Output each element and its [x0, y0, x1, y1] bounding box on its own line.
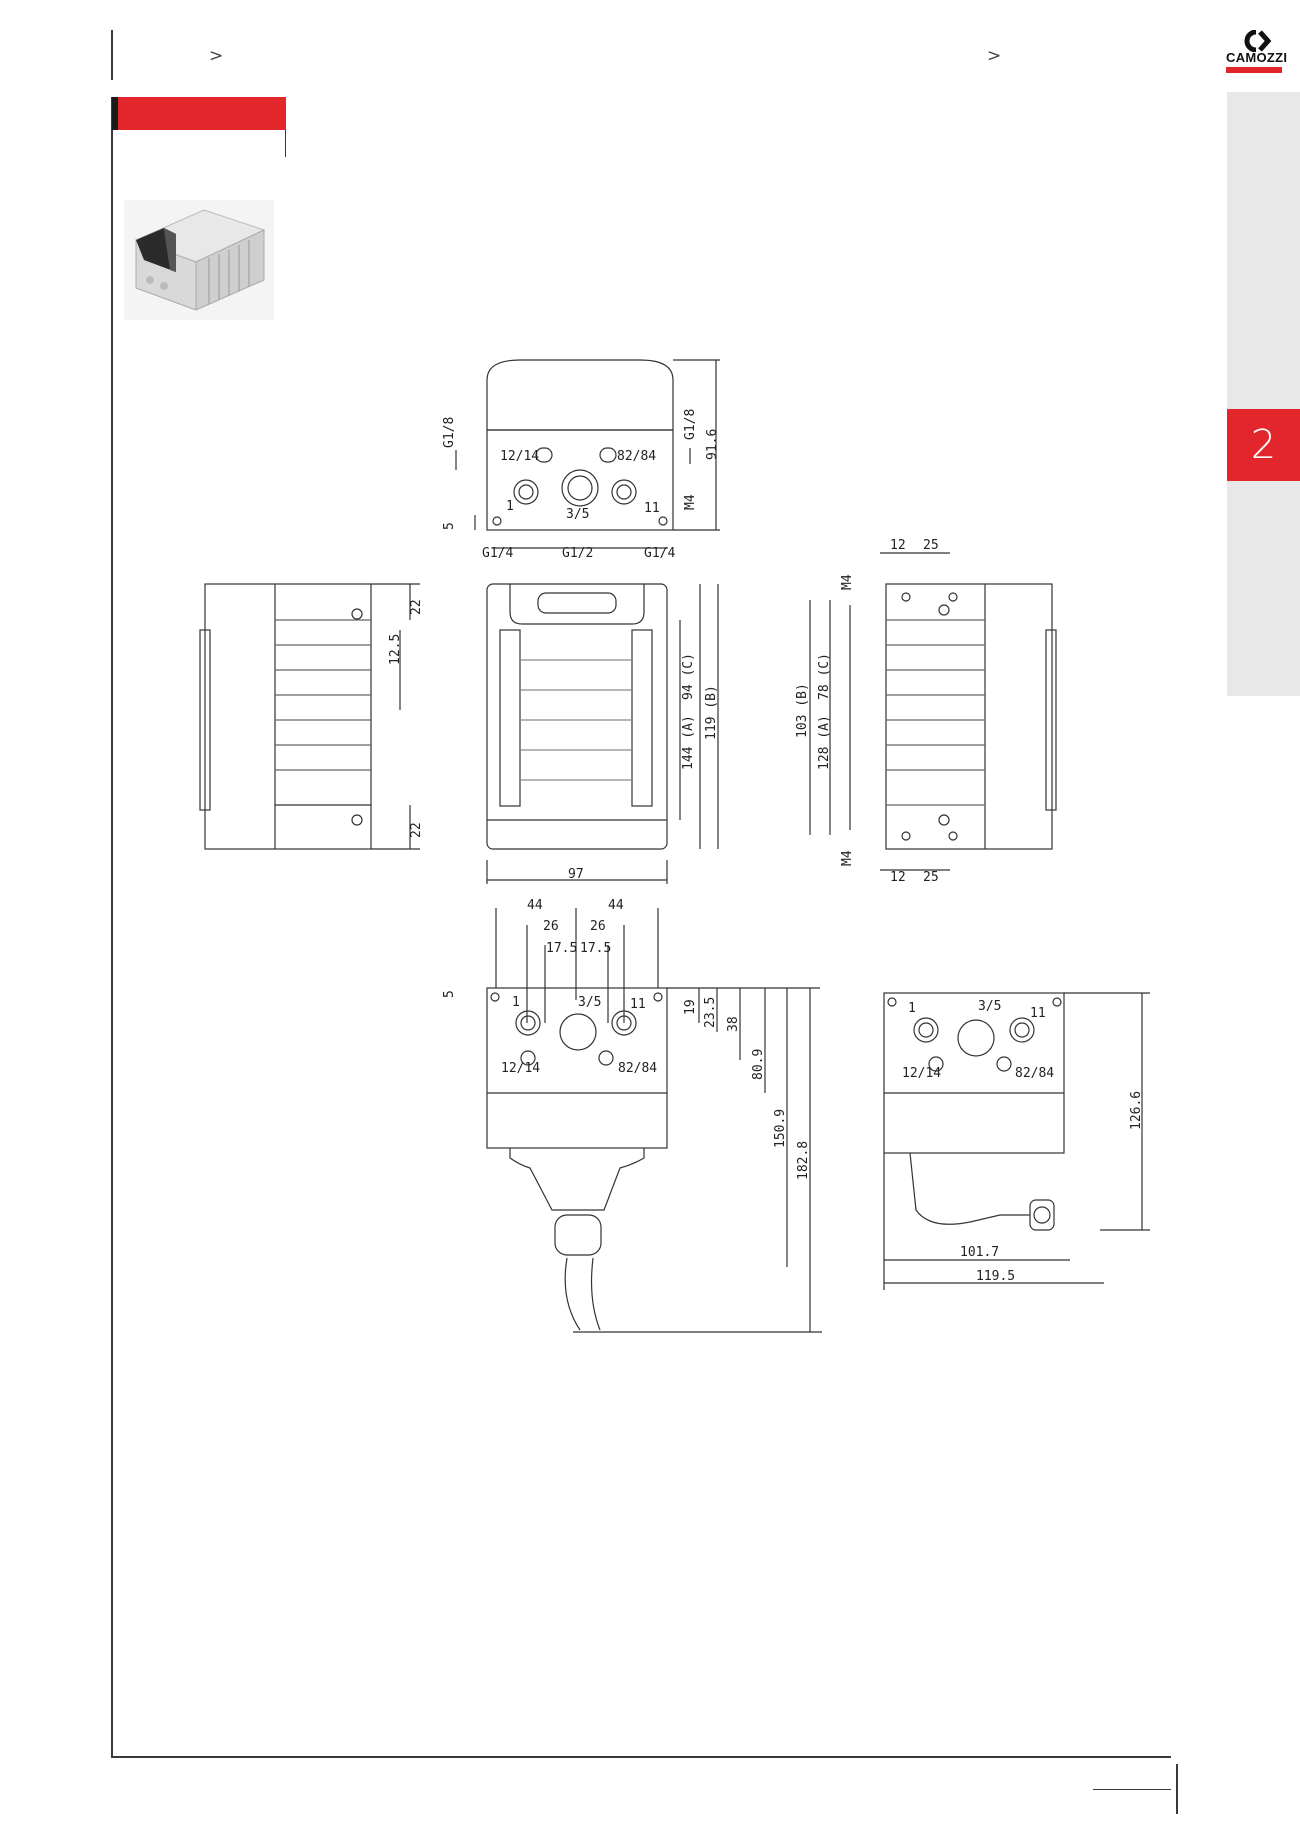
- dim-78-c: 78 (C): [817, 653, 832, 700]
- label-12-14-bottom: 12/14: [501, 1061, 540, 1076]
- dim-m4-bottom-right: M4: [840, 850, 855, 866]
- dim-91-6: 91.6: [705, 429, 720, 460]
- dim-38: 38: [726, 1016, 741, 1032]
- label-port-35-bottom: 3/5: [578, 995, 601, 1010]
- bottom-border: [111, 1756, 1171, 1758]
- dim-144-a: 144 (A): [681, 715, 696, 770]
- brand-underline: [1226, 67, 1282, 73]
- dim-5-top: 5: [442, 522, 457, 530]
- dim-m4-top: M4: [683, 494, 698, 510]
- dim-119-5: 119.5: [976, 1269, 1015, 1284]
- dim-25-top-right: 25: [923, 538, 939, 553]
- left-border: [111, 97, 113, 1757]
- label-port-1-top: 1: [506, 499, 514, 514]
- dim-26-left: 26: [543, 919, 559, 934]
- dim-g14-right: G1/4: [644, 546, 675, 561]
- label-port-1-bottom: 1: [512, 995, 520, 1010]
- dim-19: 19: [683, 999, 698, 1015]
- chapter-side-tab[interactable]: [1227, 92, 1300, 696]
- dim-26-right: 26: [590, 919, 606, 934]
- dim-12-top-right: 12: [890, 538, 906, 553]
- section-header-bar: [112, 97, 286, 130]
- dim-g14-left: G1/4: [482, 546, 513, 561]
- dim-150-9: 150.9: [773, 1109, 788, 1148]
- dim-22-bottom-left: 22: [409, 822, 424, 838]
- label-port-11-side: 11: [1030, 1006, 1046, 1021]
- product-image: [124, 200, 274, 320]
- dim-128-a: 128 (A): [817, 715, 832, 770]
- dim-80-9: 80.9: [751, 1049, 766, 1080]
- label-82-84-side: 82/84: [1015, 1066, 1054, 1081]
- label-port-11-top: 11: [644, 501, 660, 516]
- breadcrumb-chevron-right[interactable]: >: [987, 46, 1002, 66]
- chapter-number: 2: [1250, 422, 1277, 468]
- label-port-1-side: 1: [908, 1001, 916, 1016]
- label-12-14-top: 12/14: [500, 449, 539, 464]
- label-82-84-bottom: 82/84: [618, 1061, 657, 1076]
- dim-g18-right: G1/8: [683, 409, 698, 440]
- dim-23-5: 23.5: [703, 997, 718, 1028]
- label-port-11-bottom: 11: [630, 997, 646, 1012]
- dim-101-7: 101.7: [960, 1245, 999, 1260]
- page-number-line: [1093, 1789, 1171, 1790]
- dim-94-c: 94 (C): [681, 653, 696, 700]
- breadcrumb-chevron-left[interactable]: >: [209, 46, 224, 66]
- label-port-35-side: 3/5: [978, 999, 1001, 1014]
- dim-103-b: 103 (B): [795, 683, 810, 738]
- label-82-84-top: 82/84: [617, 449, 656, 464]
- dim-g18-left: G1/8: [442, 417, 457, 448]
- dim-97: 97: [568, 867, 584, 882]
- label-12-14-side: 12/14: [902, 1066, 941, 1081]
- dim-25-bottom-right: 25: [923, 870, 939, 885]
- dim-126-6: 126.6: [1129, 1091, 1144, 1130]
- dim-m4-top-right: M4: [840, 574, 855, 590]
- camozzi-logo-icon: [1244, 30, 1272, 52]
- dim-17-5-right: 17.5: [580, 941, 611, 956]
- dim-119-b: 119 (B): [704, 685, 719, 740]
- chapter-active-tab[interactable]: [1227, 409, 1300, 481]
- dim-g12: G1/2: [562, 546, 593, 561]
- dim-5-bottom: 5: [442, 990, 457, 998]
- brand-name: CAMOZZI: [1226, 50, 1288, 65]
- dim-17-5-left: 17.5: [546, 941, 577, 956]
- dim-44-right: 44: [608, 898, 624, 913]
- left-border-top: [111, 30, 113, 80]
- dim-12-5-left: 12.5: [388, 634, 403, 665]
- dim-182-8: 182.8: [796, 1141, 811, 1180]
- bottom-right-tick: [1176, 1764, 1178, 1814]
- dim-22-top-left: 22: [409, 599, 424, 615]
- label-port-35-top: 3/5: [566, 507, 589, 522]
- dim-44-left: 44: [527, 898, 543, 913]
- dim-12-bottom-right: 12: [890, 870, 906, 885]
